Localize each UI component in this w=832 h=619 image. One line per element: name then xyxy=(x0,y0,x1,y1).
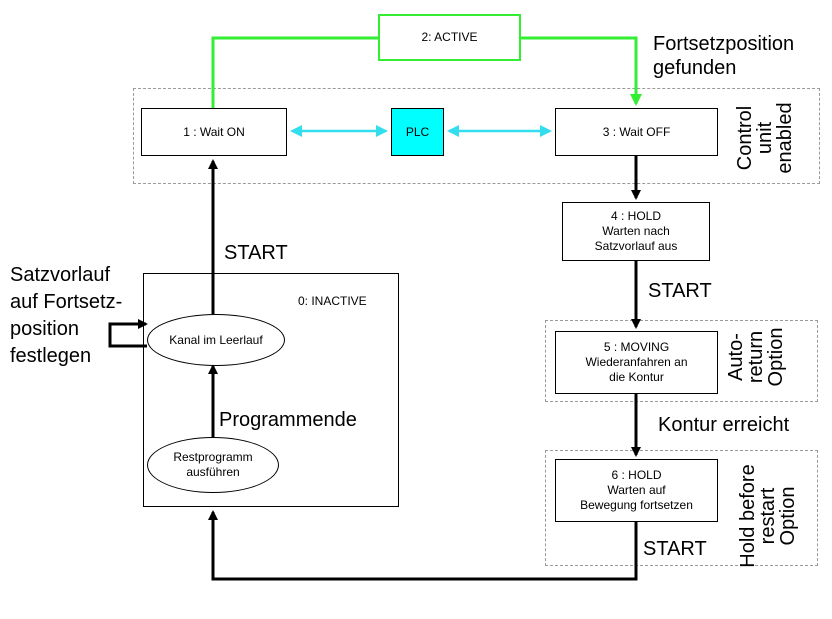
hold6-line-2: Warten auf xyxy=(607,483,666,497)
state-wait-off: 3 : Wait OFF xyxy=(555,108,718,156)
state-rest-program: Restprogramm ausführen xyxy=(147,437,279,493)
satzvorlauf-line-4: festlegen xyxy=(10,345,92,367)
rest-line-2: ausführen xyxy=(186,465,240,479)
inactive-label: 0: INACTIVE xyxy=(298,294,367,308)
moving5-line-1: 5 : MOVING xyxy=(603,340,670,354)
active-path-arrow-2 xyxy=(521,36,642,106)
moving5-line-2: Wiederanfahren an xyxy=(585,355,688,369)
state-idle: Kanal im Leerlauf xyxy=(147,314,285,366)
hold4-line-1: 4 : HOLD xyxy=(610,209,661,223)
auto-return-line-2: return xyxy=(745,330,767,384)
auto-return-frame xyxy=(545,320,818,402)
label-found-line-1: Fortsetzposition xyxy=(653,33,795,55)
auto-return-line-1: Auto- xyxy=(725,333,747,381)
label-found: Fortsetzposition gefunden xyxy=(653,32,794,80)
hold-before-restart-frame xyxy=(545,450,818,566)
hold-before-line-1: Hold before xyxy=(737,464,759,568)
state-wait-on: 1 : Wait ON xyxy=(141,108,287,156)
state-moving-5: 5 : MOVING Wiederanfahren an die Kontur xyxy=(555,331,718,394)
moving5-line-3: die Kontur xyxy=(609,370,664,384)
label-hold-before-restart: Hold before restart Option xyxy=(737,462,799,570)
control-line-2: unit xyxy=(754,121,776,155)
self-loop-arrow xyxy=(108,319,148,348)
satzvorlauf-line-1: Satzvorlauf xyxy=(10,264,111,286)
rest-line-1: Restprogramm xyxy=(173,450,253,464)
auto-return-line-3: Option xyxy=(765,327,787,387)
hold-before-line-2: restart xyxy=(757,487,779,545)
satzvorlauf-line-2: auf Fortsetz- xyxy=(10,291,123,313)
hold4-line-2: Warten nach xyxy=(602,224,670,238)
active-path-arrow xyxy=(211,36,378,108)
state-hold-4: 4 : HOLD Warten nach Satzvorlauf aus xyxy=(562,202,710,261)
label-start-right: START xyxy=(648,280,712,302)
plc-box: PLC xyxy=(391,108,444,156)
label-programmende: Programmende xyxy=(219,409,357,431)
label-satzvorlauf: Satzvorlauf auf Fortsetz- position festl… xyxy=(10,262,122,370)
label-start-left: START xyxy=(224,242,288,264)
hold6-line-3: Bewegung fortsetzen xyxy=(580,498,693,512)
state-hold-6: 6 : HOLD Warten auf Bewegung fortsetzen xyxy=(555,459,718,522)
hold4-line-3: Satzvorlauf aus xyxy=(594,239,678,253)
control-line-3: enabled xyxy=(774,102,796,174)
label-contour: Kontur erreicht xyxy=(658,414,790,436)
return-arrow xyxy=(208,510,638,581)
label-start-bottom: START xyxy=(643,538,707,560)
state-active: 2: ACTIVE xyxy=(378,14,521,61)
control-line-1: Control xyxy=(734,105,756,171)
satzvorlauf-line-3: position xyxy=(10,318,79,340)
label-found-line-2: gefunden xyxy=(653,57,737,79)
label-control-unit: Control unit enabled xyxy=(734,96,796,180)
control-unit-frame xyxy=(133,88,820,184)
label-auto-return: Auto- return Option xyxy=(725,321,787,393)
hold6-line-1: 6 : HOLD xyxy=(611,468,662,482)
hold-before-line-3: Option xyxy=(777,486,799,546)
